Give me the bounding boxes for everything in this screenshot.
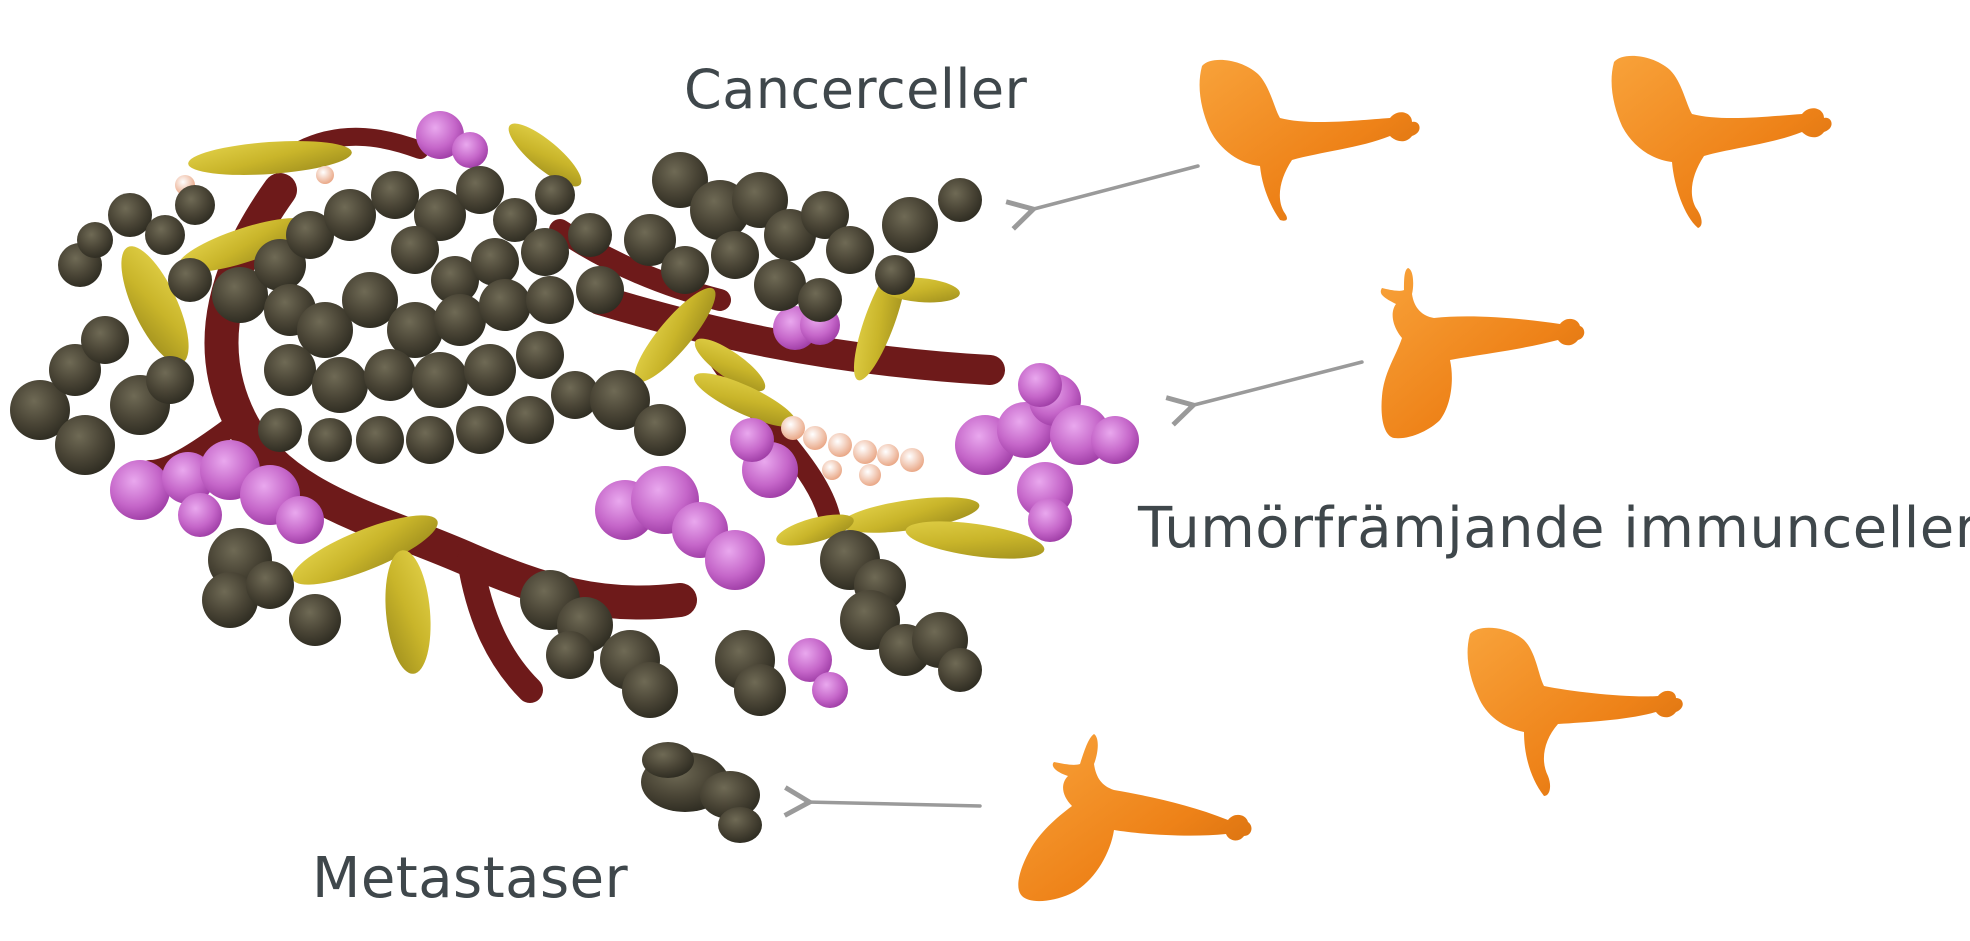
immune-cell-1: [1199, 59, 1420, 221]
small-cells: [175, 166, 924, 486]
label-metastases: Metastaser: [312, 846, 629, 911]
label-cancer-cells: Cancerceller: [684, 58, 1028, 121]
immune-cell-5: [1018, 734, 1252, 902]
arrow-to-cancer-cells: [1030, 164, 1200, 210]
cancer-cells: [10, 152, 982, 718]
arrow-to-metastasis: [806, 802, 982, 806]
immune-cell-4: [1467, 627, 1683, 796]
immune-cell-2: [1611, 55, 1832, 228]
orange-immune-cells: [1018, 55, 1832, 902]
immune-clusters: [110, 111, 1139, 708]
tumor-mass: [10, 111, 1139, 718]
arrow-to-tumor-2: [1190, 360, 1364, 406]
label-tumor-promoting-immune-cells: Tumörfrämjande immunceller: [1138, 496, 1970, 561]
fibroblasts: [121, 123, 1045, 674]
metastasis-cell: [641, 742, 762, 843]
arrows: [806, 164, 1364, 806]
immune-cell-3: [1380, 268, 1585, 439]
